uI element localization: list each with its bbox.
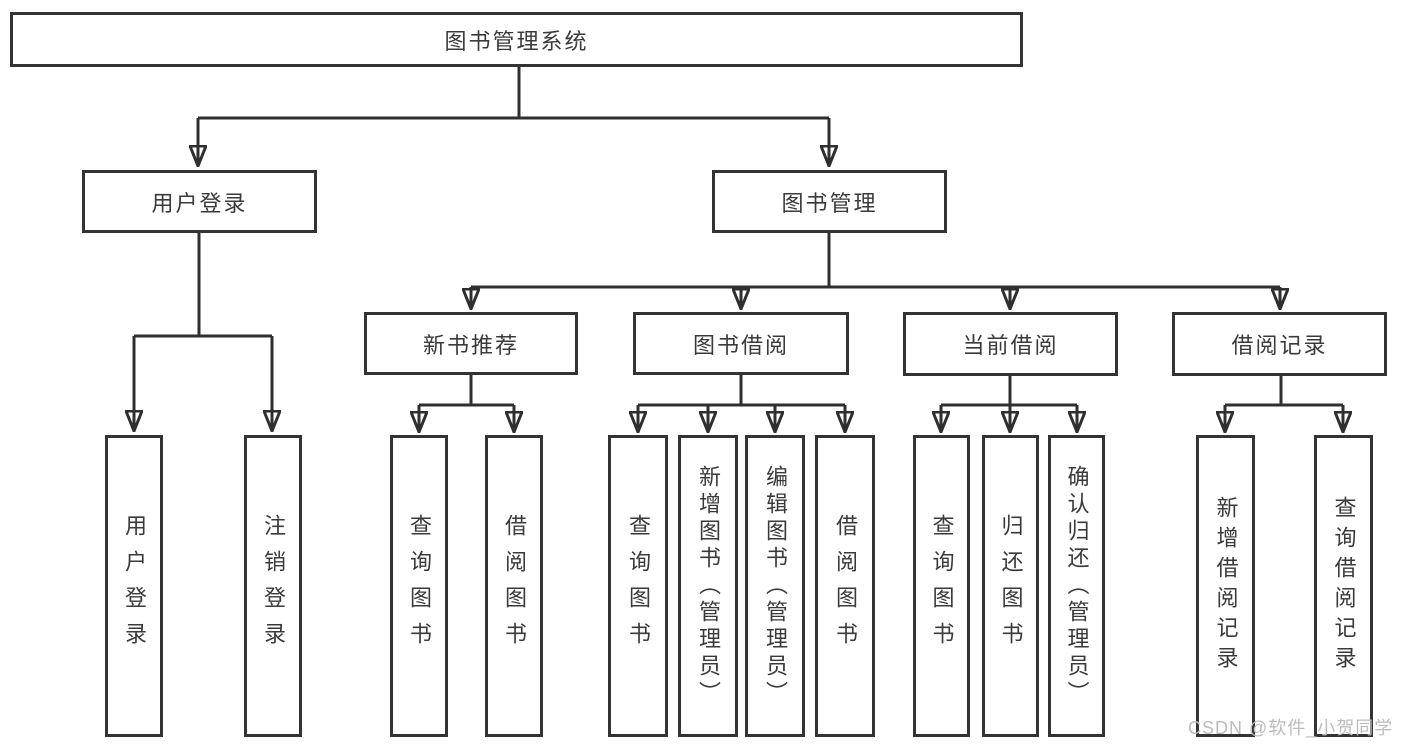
leaf-query-books-current: 查询图书	[913, 435, 970, 737]
leaf-confirm-return-admin: 确认归还（管理员）	[1048, 435, 1105, 737]
node-book-borrow: 图书借阅	[633, 312, 849, 375]
leaf-add-borrow-record: 新增借阅记录	[1196, 435, 1255, 737]
leaf-borrow-books-recommend: 借阅图书	[485, 435, 543, 737]
node-user-login: 用户登录	[82, 170, 317, 233]
node-book-management: 图书管理	[712, 170, 947, 233]
leaf-user-login: 用户登录	[105, 435, 163, 737]
node-new-book-recommend: 新书推荐	[364, 312, 578, 375]
leaf-borrow-books: 借阅图书	[815, 435, 875, 737]
node-borrow-records: 借阅记录	[1172, 312, 1387, 376]
leaf-query-books-recommend: 查询图书	[390, 435, 448, 737]
leaf-logout: 注销登录	[244, 435, 302, 737]
watermark: CSDN @软件_小贺同学	[1188, 718, 1394, 738]
node-current-borrow: 当前借阅	[903, 312, 1118, 376]
leaf-add-book-admin: 新增图书（管理员）	[678, 435, 738, 737]
leaf-return-book: 归还图书	[982, 435, 1039, 737]
leaf-query-borrow-record: 查询借阅记录	[1314, 435, 1373, 737]
leaf-edit-book-admin: 编辑图书（管理员）	[745, 435, 805, 737]
leaf-query-books-borrow: 查询图书	[608, 435, 668, 737]
node-root: 图书管理系统	[10, 12, 1023, 67]
